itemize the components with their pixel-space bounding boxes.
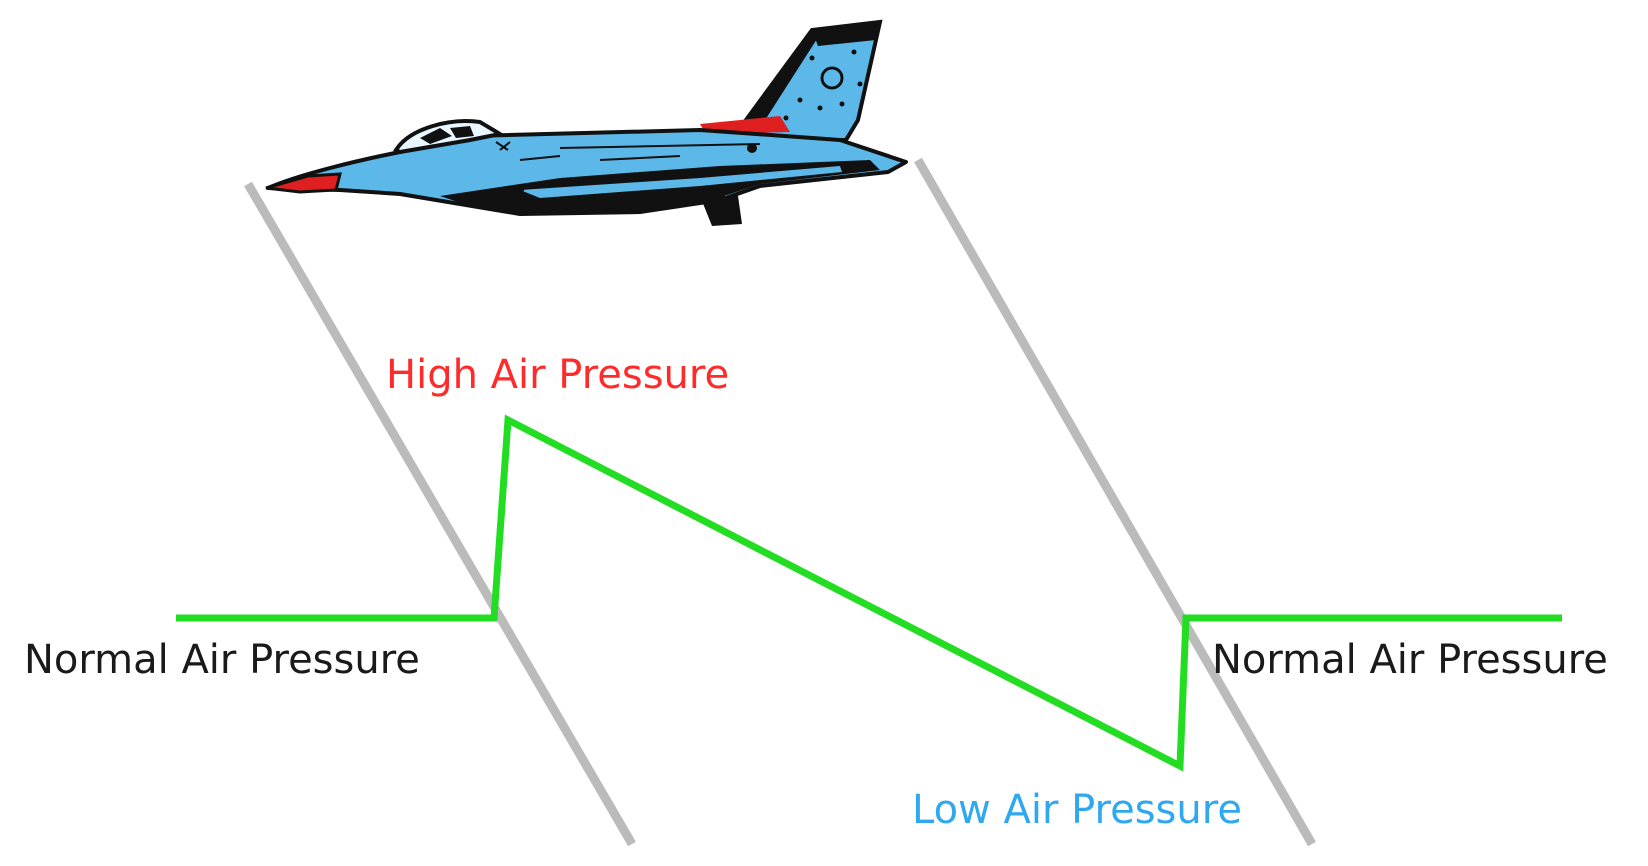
normal-pressure-label-left: Normal Air Pressure (24, 637, 420, 683)
tail-shock-line (914, 157, 1316, 847)
high-pressure-label: High Air Pressure (386, 352, 729, 398)
normal-pressure-label-right: Normal Air Pressure (1212, 637, 1608, 683)
low-pressure-label: Low Air Pressure (912, 787, 1242, 833)
fighter-jet-icon (265, 19, 908, 226)
pressure-wave-line (176, 414, 1562, 772)
bow-shock-line (244, 181, 636, 847)
